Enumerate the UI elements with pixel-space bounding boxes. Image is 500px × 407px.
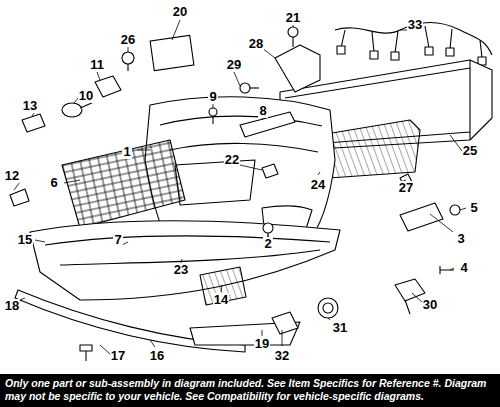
callout-number: 28 bbox=[248, 37, 264, 51]
callout-number: 33 bbox=[407, 18, 423, 32]
callout-number: 6 bbox=[49, 176, 58, 190]
callout-number: 9 bbox=[208, 90, 217, 104]
callout-number: 19 bbox=[254, 337, 270, 351]
callout-number: 14 bbox=[213, 293, 229, 307]
callout-number: 20 bbox=[172, 5, 188, 19]
footer-note: Only one part or sub-assembly in diagram… bbox=[5, 377, 486, 402]
footer-band: Only one part or sub-assembly in diagram… bbox=[0, 374, 500, 407]
callout-number: 26 bbox=[120, 33, 136, 47]
callout-number: 15 bbox=[17, 233, 33, 247]
callout-number: 32 bbox=[274, 349, 290, 363]
callout-number: 17 bbox=[110, 349, 126, 363]
callout-number: 22 bbox=[224, 153, 240, 167]
callout-number: 3 bbox=[456, 232, 465, 246]
callout-number: 1 bbox=[122, 145, 131, 159]
callout-number: 30 bbox=[422, 298, 438, 312]
callout-number: 21 bbox=[285, 11, 301, 25]
callout-number: 24 bbox=[310, 178, 326, 192]
callout-number: 8 bbox=[258, 104, 267, 118]
callout-number: 2 bbox=[263, 237, 272, 251]
callout-number: 5 bbox=[469, 201, 478, 215]
callout-number: 12 bbox=[4, 169, 20, 183]
callout-number: 16 bbox=[149, 349, 165, 363]
callout-number: 23 bbox=[173, 263, 189, 277]
callout-number: 31 bbox=[332, 321, 348, 335]
callout-number: 29 bbox=[226, 58, 242, 72]
callout-number: 4 bbox=[459, 261, 468, 275]
callout-number: 18 bbox=[4, 299, 20, 313]
callout-number: 13 bbox=[22, 99, 38, 113]
callout-number: 11 bbox=[89, 58, 105, 72]
callout-number: 7 bbox=[113, 233, 122, 247]
callout-number: 27 bbox=[398, 181, 414, 195]
callout-number: 25 bbox=[462, 144, 478, 158]
callout-number: 10 bbox=[78, 89, 94, 103]
